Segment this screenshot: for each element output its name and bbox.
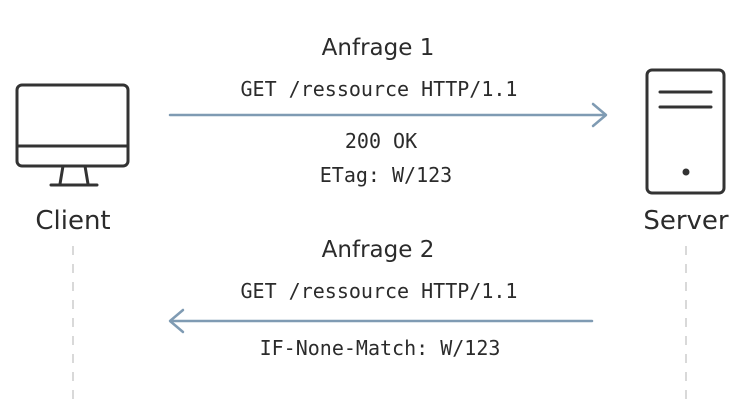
request1-title: Anfrage 1 (322, 35, 435, 61)
request2-request-line: GET /ressource HTTP/1.1 (241, 279, 518, 303)
server-label: Server (643, 206, 729, 236)
server-icon (645, 68, 726, 195)
request1-arrow (168, 102, 608, 128)
request1-status-line: 200 OK (345, 129, 417, 153)
monitor-icon (15, 83, 130, 187)
request2-header-line: IF-None-Match: W/123 (260, 336, 501, 360)
request2-title: Anfrage 2 (322, 237, 435, 263)
client-label: Client (35, 206, 110, 236)
request1-request-line: GET /ressource HTTP/1.1 (241, 77, 518, 101)
request2-arrow (168, 308, 594, 334)
request1-header-line: ETag: W/123 (320, 163, 452, 187)
